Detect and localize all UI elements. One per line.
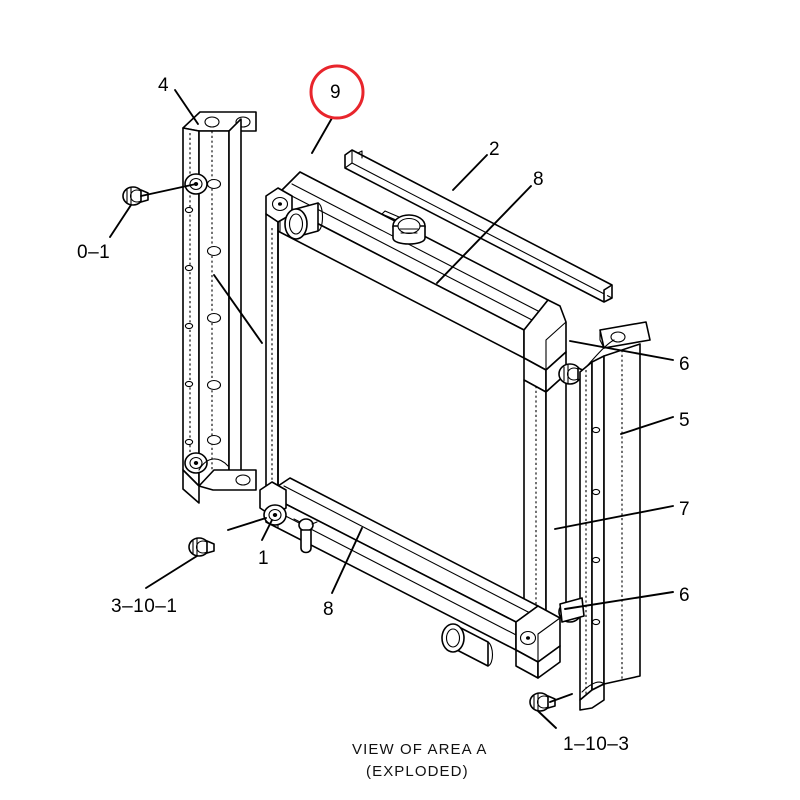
- callout-label-8-bottom: 8: [323, 599, 335, 620]
- callout-label-2: 2: [489, 139, 501, 160]
- figure-title-line-2: (EXPLODED): [366, 763, 469, 780]
- leader-9: [311, 117, 333, 154]
- callout-label-8-top: 8: [533, 169, 545, 190]
- callout-label-5: 5: [679, 410, 691, 431]
- leader-label-1-10-3: [537, 710, 557, 729]
- left-mounting-bracket: [182, 111, 257, 504]
- filler-cap: [381, 210, 426, 245]
- callout-label-7: 7: [679, 499, 691, 520]
- callout-label-0-1: 0–1: [77, 242, 111, 263]
- leader-1-b: [227, 517, 267, 531]
- leader-label-3-10-1: [145, 555, 198, 589]
- leader-5: [620, 416, 674, 435]
- leader-6-lower: [564, 591, 674, 610]
- bolt-1-10-3: [529, 692, 556, 712]
- core-right-rail-side: [545, 373, 567, 631]
- leader-8-bottom: [331, 527, 363, 594]
- callout-label-3-10-1: 3–10–1: [111, 596, 178, 617]
- leader-1-a: [261, 519, 273, 541]
- leader-label-0-1: [109, 204, 132, 238]
- radiator-core-assembly: [259, 149, 613, 679]
- figure-title-line-1: VIEW OF AREA A: [352, 741, 488, 758]
- bolt-0-1: [122, 186, 149, 206]
- leader-label-4: [174, 89, 199, 125]
- bracket-boss-lower: [184, 452, 208, 474]
- core-right-rail-front: [523, 379, 547, 631]
- callout-label-9: 9: [330, 82, 342, 103]
- callout-label-6-lower: 6: [679, 585, 691, 606]
- callout-label-1-10-3: 1–10–3: [563, 734, 630, 755]
- callout-label-1: 1: [258, 548, 270, 569]
- leader-7: [554, 505, 674, 530]
- right-mounting-bracket: [558, 321, 651, 711]
- right-strip-side: [591, 355, 605, 691]
- leader-6-upper: [569, 340, 674, 361]
- highlight-circle-9: [309, 64, 365, 120]
- bottom-tank-front-face: [265, 493, 517, 651]
- leader-bolt-1-10-3: [549, 693, 573, 703]
- leader-bolt-0-1: [140, 183, 197, 197]
- bottom-left-mount-boss: [263, 504, 287, 526]
- callout-label-6-upper: 6: [679, 354, 691, 375]
- leader-bracket-body: [213, 274, 263, 344]
- leader-2: [452, 154, 488, 191]
- right-upper-boss: [558, 363, 586, 385]
- leader-8-top: [436, 185, 532, 284]
- outlet-pipe: [441, 623, 494, 667]
- bolt-3-10-1: [188, 537, 215, 557]
- callout-label-4: 4: [158, 75, 170, 96]
- drain-petcock: [293, 518, 318, 554]
- inlet-pipe: [284, 202, 324, 240]
- upper-rail-part-2: [344, 149, 613, 303]
